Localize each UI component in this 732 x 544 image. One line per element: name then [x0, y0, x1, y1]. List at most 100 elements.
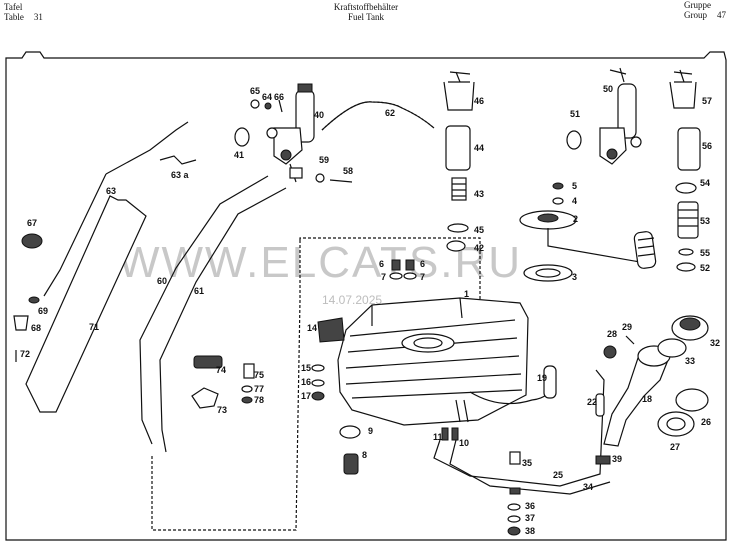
tafel-label: Tafel	[4, 2, 23, 12]
part-label: 52	[700, 263, 710, 273]
part-label: 32	[710, 338, 720, 348]
group-number: 47	[717, 10, 726, 20]
fuel-line-61	[159, 187, 287, 453]
disc-51	[566, 130, 582, 150]
nut-17	[311, 391, 325, 401]
part-label: 45	[474, 225, 484, 235]
part-label: 2	[573, 214, 578, 224]
part-label: 55	[700, 248, 710, 258]
part-label: 59	[319, 155, 329, 165]
part-label: 6	[379, 259, 384, 269]
nut-78	[241, 396, 253, 404]
filter-element-44	[445, 125, 471, 171]
part-label: 60	[157, 276, 167, 286]
screw-35	[509, 451, 521, 465]
part-label: 63	[106, 186, 116, 196]
grommet-67	[21, 233, 43, 249]
title-english: Fuel Tank	[348, 12, 384, 22]
bolt-6-right	[405, 259, 415, 271]
clamp-68	[13, 315, 29, 331]
washer-64	[264, 102, 272, 110]
part-label: 19	[537, 373, 547, 383]
part-label: 3	[572, 272, 577, 282]
part-label: 35	[522, 458, 532, 468]
filler-neck-18	[603, 351, 669, 447]
plug-28	[603, 345, 617, 359]
part-label: 54	[700, 178, 710, 188]
part-label: 67	[27, 218, 37, 228]
part-label: 74	[216, 365, 226, 375]
routing-line	[151, 240, 301, 531]
part-label: 15	[301, 363, 311, 373]
part-label: 57	[702, 96, 712, 106]
filter-bracket-46	[443, 81, 475, 111]
ring-42	[446, 240, 466, 252]
part-label: 43	[474, 189, 484, 199]
part-label: 40	[314, 110, 324, 120]
ring-52	[676, 262, 696, 272]
part-label: 65	[250, 86, 260, 96]
hose-22	[595, 393, 605, 417]
part-label: 11	[433, 432, 443, 442]
fuel-filter-housing-right	[599, 67, 642, 165]
part-label: 16	[301, 377, 311, 387]
part-label: 39	[612, 454, 622, 464]
fuel-line-34	[449, 439, 611, 495]
part-label: 44	[474, 143, 484, 153]
part-label: 14	[307, 323, 317, 333]
fuel-sender-unit	[519, 210, 657, 269]
clip-39	[595, 455, 611, 465]
rubber-block-74	[193, 355, 223, 369]
part-label: 41	[234, 150, 244, 160]
washer-69	[28, 296, 40, 304]
fuel-line-25	[433, 369, 605, 487]
fuel-line-63	[43, 121, 189, 297]
diagram-border	[5, 51, 727, 541]
part-label: 78	[254, 395, 264, 405]
washer-16	[311, 379, 325, 387]
part-label: 6	[420, 259, 425, 269]
part-label: 36	[525, 501, 535, 511]
sealing-ring-9	[339, 425, 361, 439]
part-label: 8	[362, 450, 367, 460]
diagram-title: Kraftstoffbehälter Fuel Tank	[0, 2, 732, 22]
part-label: 22	[587, 397, 597, 407]
pad-14	[317, 317, 345, 343]
part-label: 4	[572, 196, 577, 206]
washer-15	[311, 364, 325, 372]
bolt-75	[243, 363, 255, 379]
table-label: Table	[4, 12, 24, 22]
screw-66	[278, 99, 283, 113]
watermark-date: 14.07.2025	[322, 293, 382, 307]
part-label: 10	[459, 438, 469, 448]
part-label: 25	[553, 470, 563, 480]
fitting-11	[441, 427, 449, 441]
nut-38	[507, 526, 521, 536]
fuel-filter-housing-left	[266, 83, 315, 183]
part-label: 56	[702, 141, 712, 151]
sender-gasket	[523, 264, 573, 282]
part-labels: 1 2 3 4 5 6 6 7 7 8 9 10 11 14 15 16 17 …	[20, 84, 720, 536]
part-label: 42	[474, 243, 484, 253]
part-label: 63 a	[171, 170, 190, 180]
part-label: 5	[572, 181, 577, 191]
part-label: 50	[603, 84, 613, 94]
part-label: 1	[464, 289, 469, 299]
fitting-10	[451, 427, 459, 441]
washer-7-right	[403, 272, 417, 280]
sealing-ring-45	[447, 223, 469, 233]
bracket-73	[191, 387, 219, 409]
filter-screen-43	[451, 177, 467, 201]
washer-4	[552, 197, 564, 205]
part-label: 18	[642, 394, 652, 404]
part-label: 73	[217, 405, 227, 415]
part-label: 33	[685, 356, 695, 366]
fuel-tank	[337, 297, 557, 426]
clamp-63a	[159, 155, 197, 165]
part-label: 66	[274, 92, 284, 102]
part-label: 61	[194, 286, 204, 296]
sealing-ring-33	[657, 338, 687, 358]
fuel-line-60	[139, 175, 269, 445]
